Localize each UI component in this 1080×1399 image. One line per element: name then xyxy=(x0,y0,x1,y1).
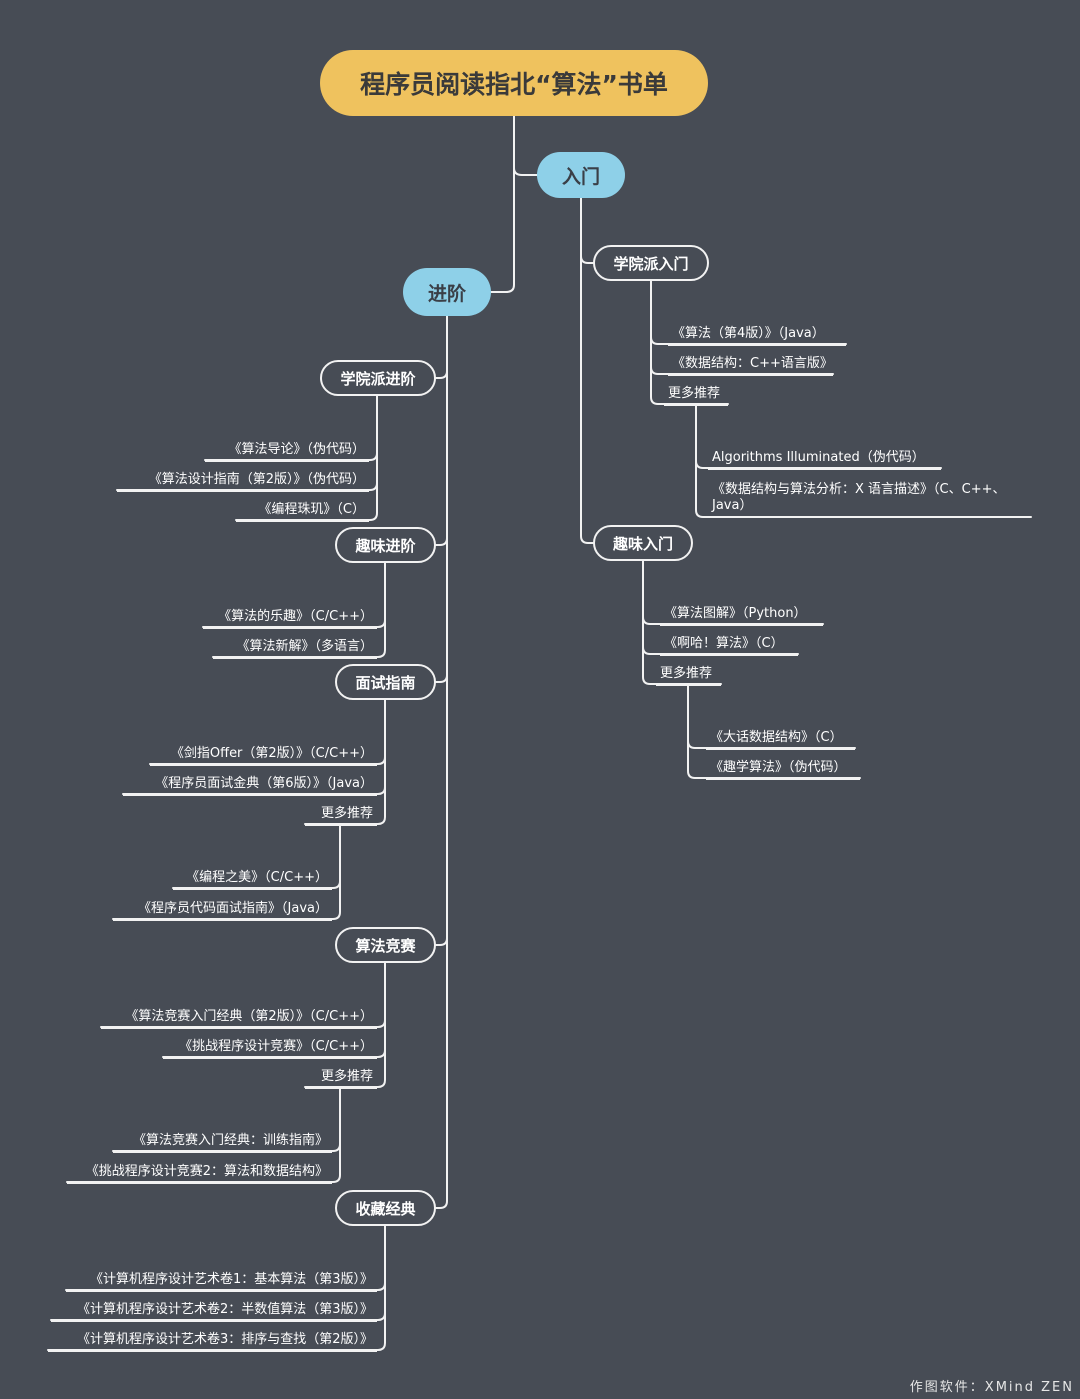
book-leaf: 《算法（第4版）》（Java） xyxy=(668,326,846,346)
book-leaf: 《挑战程序设计竞赛》（C/C++） xyxy=(163,1039,377,1059)
book-leaf: 《啊哈！算法》（C） xyxy=(660,636,798,656)
link-intro-fun xyxy=(580,197,594,544)
link-root-intro xyxy=(513,167,538,176)
book-leaf: 《数据结构：C++语言版》 xyxy=(668,356,833,376)
interview-node[interactable]: 面试指南 xyxy=(335,664,436,700)
more-recommend-label[interactable]: 更多推荐 xyxy=(305,1069,377,1089)
intro-fun-node[interactable]: 趣味入门 xyxy=(593,525,693,561)
book-leaf: 《程序员面试金典（第6版）》（Java） xyxy=(123,776,377,796)
book-leaf: 《算法设计指南（第2版）》（伪代码） xyxy=(117,472,369,492)
more-recommend-label[interactable]: 更多推荐 xyxy=(664,386,728,406)
contest-node[interactable]: 算法竞赛 xyxy=(335,927,436,963)
book-leaf: 《编程之美》（C/C++） xyxy=(173,870,332,890)
book-leaf: Algorithms Illuminated（伪代码） xyxy=(708,450,941,470)
root-title-node[interactable]: 程序员阅读指北“算法”书单 xyxy=(320,50,708,116)
link-advanced-trunk xyxy=(435,315,448,1209)
link-intro-academic xyxy=(580,255,594,264)
link-academic-more xyxy=(650,280,729,405)
advanced-fun-node[interactable]: 趣味进阶 xyxy=(335,527,436,563)
classic-node[interactable]: 收藏经典 xyxy=(335,1190,436,1226)
link-fun-more xyxy=(642,560,722,685)
book-leaf: 《趣学算法》（伪代码） xyxy=(706,760,860,780)
book-leaf: 《算法竞赛入门经典：训练指南》 xyxy=(113,1133,332,1153)
intro-node[interactable]: 入门 xyxy=(537,152,625,198)
book-leaf: 《算法图解》（Python） xyxy=(660,606,823,626)
intro-academic-node[interactable]: 学院派入门 xyxy=(593,245,709,281)
book-leaf: 《算法新解》（多语言） xyxy=(213,639,377,659)
book-leaf: 《程序员代码面试指南》（Java） xyxy=(113,901,332,921)
advanced-node[interactable]: 进阶 xyxy=(403,268,491,316)
book-leaf: 《算法竞赛入门经典（第2版）》（C/C++） xyxy=(101,1009,377,1029)
book-leaf: 《挑战程序设计竞赛2：算法和数据结构》 xyxy=(67,1164,332,1184)
more-recommend-label[interactable]: 更多推荐 xyxy=(656,666,721,686)
advanced-academic-node[interactable]: 学院派进阶 xyxy=(320,360,436,396)
book-leaf: 《计算机程序设计艺术卷2：半数值算法（第3版）》 xyxy=(51,1302,377,1322)
book-leaf: 《计算机程序设计艺术卷3：排序与查找（第2版）》 xyxy=(48,1332,377,1352)
book-leaf: 《数据结构与算法分析：X 语言描述》（C、C++、Java） xyxy=(708,482,1031,518)
book-leaf: 《算法的乐趣》（C/C++） xyxy=(203,609,377,629)
link-root-advanced xyxy=(489,115,515,293)
more-recommend-label[interactable]: 更多推荐 xyxy=(305,806,377,826)
book-leaf: 《计算机程序设计艺术卷1：基本算法（第3版）》 xyxy=(66,1272,377,1292)
book-leaf: 《大话数据结构》（C） xyxy=(706,730,855,750)
book-leaf: 《算法导论》（伪代码） xyxy=(205,442,369,462)
book-leaf: 《剑指Offer（第2版）》（C/C++） xyxy=(150,746,377,766)
software-credit: 作图软件：XMind ZEN xyxy=(909,1380,1074,1395)
book-leaf: 《编程珠玑》（C） xyxy=(236,502,369,522)
